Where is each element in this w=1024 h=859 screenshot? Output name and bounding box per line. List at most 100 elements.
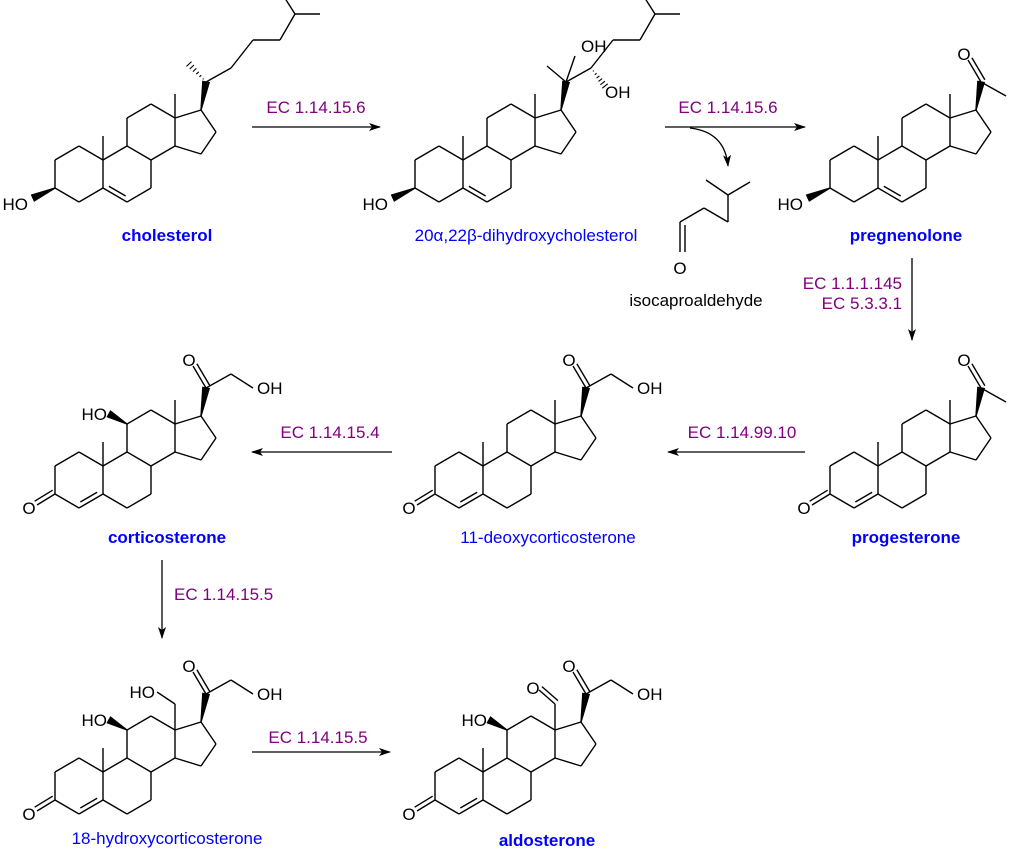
molecule-progesterone: OO: [797, 351, 1007, 518]
bond: [126, 493, 152, 509]
bond: [102, 799, 128, 815]
bond: [174, 109, 202, 119]
bond: [230, 373, 254, 389]
double-bond: [79, 491, 98, 503]
hashed-bond: [199, 74, 202, 78]
compound-name-aldosterone: aldosterone: [499, 831, 595, 850]
bond: [610, 373, 634, 389]
bond: [174, 415, 202, 425]
bond: [590, 39, 614, 69]
bond: [205, 67, 232, 83]
bond: [200, 437, 217, 461]
bond: [967, 365, 982, 389]
bond: [538, 689, 556, 705]
bond: [506, 799, 532, 815]
bond: [572, 671, 587, 695]
bond: [554, 415, 582, 425]
atom-label: OH: [637, 685, 663, 704]
hashed-bond: [189, 64, 195, 70]
bond: [949, 145, 977, 155]
atom-label: HO: [462, 711, 488, 730]
wedge-bond: [106, 716, 128, 731]
hashed-bond: [598, 78, 603, 82]
bond: [126, 103, 152, 119]
hashed-bond: [594, 72, 597, 76]
bond: [434, 799, 460, 815]
bond: [645, 0, 656, 15]
bond: [414, 145, 440, 161]
bond: [192, 671, 207, 695]
bond: [610, 679, 634, 695]
bond: [510, 103, 536, 119]
bond: [416, 799, 436, 812]
bond: [506, 715, 532, 731]
molecule-pregnenolone: HOO: [778, 45, 1007, 214]
bond: [54, 493, 80, 509]
compound-name-18-hydroxycorticosterone: 18-hydroxycorticosterone: [72, 829, 263, 848]
bond: [975, 415, 992, 439]
bond: [565, 55, 576, 83]
bond: [54, 451, 80, 467]
hashed-bond: [186, 61, 192, 67]
double-bond: [34, 795, 54, 808]
bond: [975, 109, 992, 133]
atom-label: O: [957, 45, 970, 64]
bond: [925, 103, 951, 119]
atom-label: O: [22, 805, 35, 824]
bond: [811, 493, 831, 506]
atom-label: HO: [82, 711, 108, 730]
bond: [126, 187, 152, 203]
enzyme-label-step7: EC 1.14.15.5: [268, 728, 367, 747]
bond: [54, 799, 80, 815]
double-bond: [414, 489, 434, 502]
bond: [554, 451, 582, 461]
bond: [174, 145, 202, 155]
wedge-bond: [200, 692, 211, 723]
bond: [78, 799, 104, 815]
double-bond: [576, 363, 591, 387]
bond: [482, 451, 508, 467]
bond: [727, 181, 751, 196]
bond: [877, 451, 903, 467]
bond: [949, 451, 977, 461]
bond: [530, 409, 556, 425]
atom-label: HO: [3, 195, 29, 214]
enzyme-label-step1: EC 1.14.15.6: [266, 98, 365, 117]
reaction-arrows: [158, 123, 916, 756]
atom-label: OH: [257, 379, 283, 398]
atom-label: O: [402, 499, 415, 518]
enzyme-label-step3a: EC 1.1.1.145: [803, 274, 902, 293]
enzyme-label-step2: EC 1.14.15.6: [678, 98, 777, 117]
bond: [126, 409, 152, 425]
bond: [901, 103, 927, 119]
enzyme-label-step4: EC 1.14.99.10: [688, 423, 797, 442]
bond: [279, 13, 296, 41]
bond: [560, 109, 577, 133]
atom-label: O: [957, 351, 970, 370]
atom-label: OH: [257, 685, 283, 704]
atom-label: O: [562, 351, 575, 370]
bond: [901, 493, 927, 509]
atom-label: O: [182, 657, 195, 676]
wedge-bond: [200, 386, 211, 417]
atom-label: O: [402, 805, 415, 824]
bond: [102, 493, 128, 509]
bond: [482, 757, 508, 773]
bond: [54, 187, 80, 203]
atom-label: O: [673, 259, 686, 278]
bond: [102, 757, 128, 773]
double-bond: [79, 797, 98, 809]
compound-name-isocaproaldehyde: isocaproaldehyde: [629, 291, 762, 310]
bond: [126, 799, 152, 815]
bond: [853, 493, 879, 509]
bond: [925, 451, 951, 467]
double-bond: [468, 185, 487, 197]
bond: [829, 145, 855, 161]
bond: [458, 451, 484, 467]
double-bond: [34, 489, 54, 502]
